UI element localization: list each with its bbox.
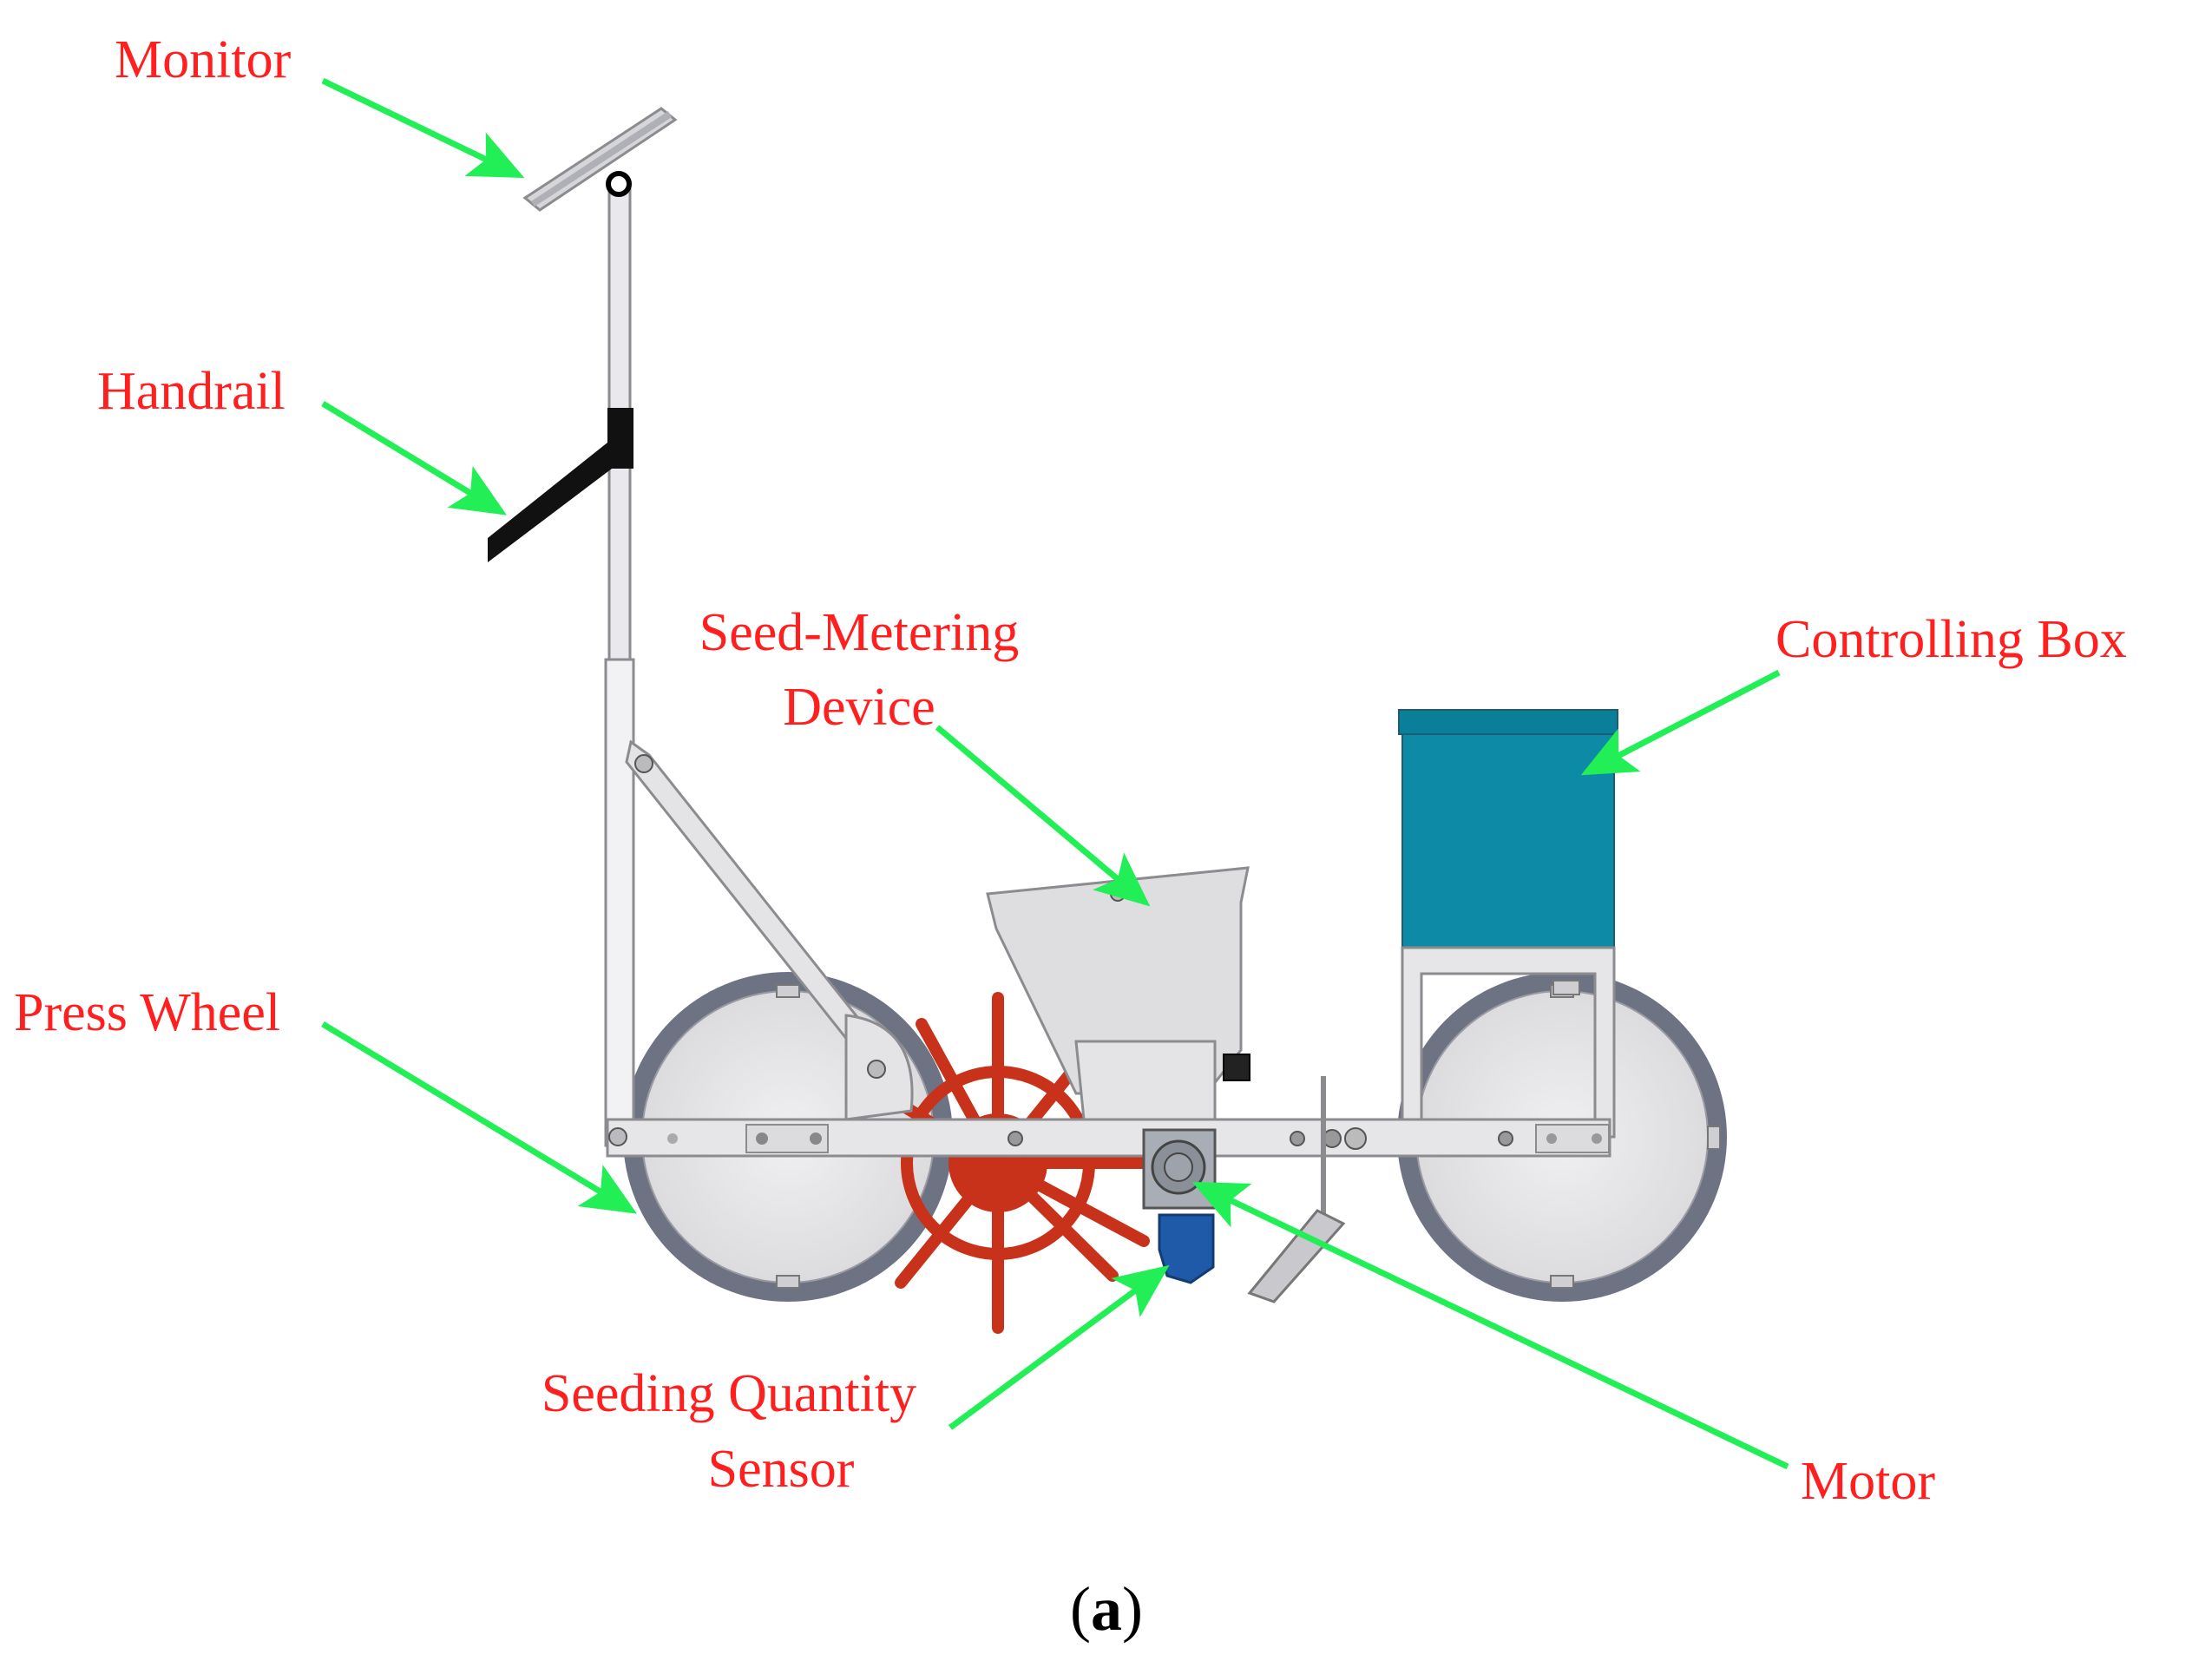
- pointer-arrow-icon: [935, 725, 1151, 907]
- mast: [604, 187, 635, 1154]
- caption-close: ): [1122, 1574, 1143, 1644]
- caption-letter: a: [1091, 1574, 1122, 1644]
- label-handrail: Handrail: [97, 362, 286, 421]
- label-seed-metering-line2: Device: [783, 678, 935, 737]
- support-arm: [625, 739, 914, 1121]
- label-press-wheel: Press Wheel: [14, 983, 281, 1042]
- label-seeding-sensor-line2: Sensor: [707, 1440, 855, 1499]
- pointer-arrow-icon: [948, 1264, 1170, 1430]
- pointer-arrow-icon: [321, 1021, 637, 1214]
- label-seed-metering-line1: Seed-Metering: [699, 603, 1020, 662]
- seeding-quantity-sensor: [1158, 1213, 1215, 1284]
- handrail: [488, 408, 633, 562]
- seed-hopper: [986, 866, 1250, 1130]
- pointer-arrow-icon: [1191, 1181, 1789, 1470]
- caption-open: (: [1070, 1574, 1091, 1644]
- pivot-ring-icon: [606, 171, 632, 197]
- figure-caption: (a): [1020, 1578, 1193, 1640]
- pointer-arrows: [321, 77, 1789, 1470]
- label-seeding-sensor-line1: Seeding Quantity: [541, 1364, 917, 1423]
- label-monitor: Monitor: [115, 30, 292, 89]
- furrow-opener: [1247, 1076, 1346, 1303]
- motor: [1142, 1128, 1217, 1210]
- controlling-box: [1398, 709, 1618, 1139]
- pointer-arrow-icon: [321, 77, 525, 179]
- monitor: [522, 107, 678, 212]
- label-motor: Motor: [1801, 1452, 1935, 1511]
- pointer-arrow-icon: [1580, 669, 1781, 776]
- pointer-arrow-icon: [321, 401, 507, 515]
- label-controlling-box: Controlling Box: [1776, 610, 2127, 669]
- frame-beam: [606, 1118, 1611, 1158]
